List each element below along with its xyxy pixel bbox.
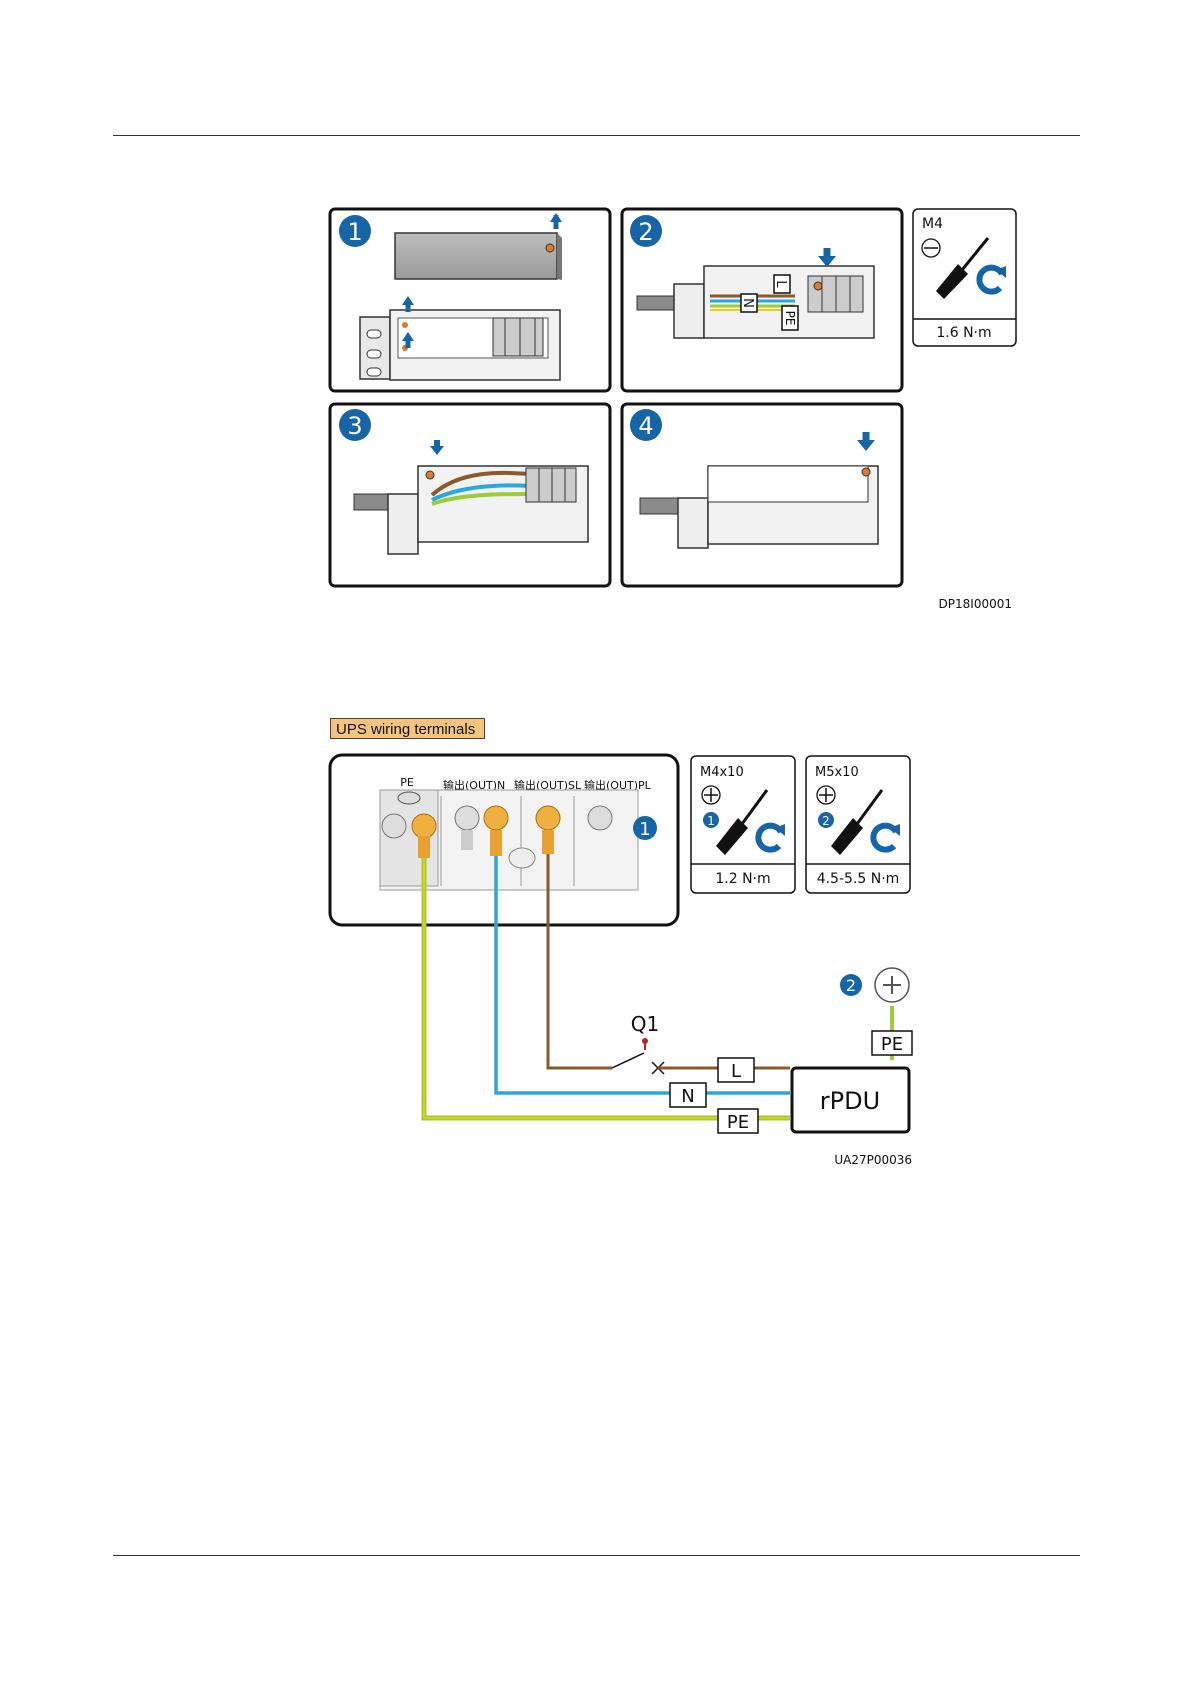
tool-box-m4: M4 1.6 N·m bbox=[913, 209, 1016, 346]
tool-size-m4x10: M4x10 bbox=[700, 765, 744, 780]
tool-step-1: 1 bbox=[707, 814, 715, 828]
rpdu-label: rPDU bbox=[820, 1087, 880, 1115]
wire-label-n: N bbox=[681, 1086, 694, 1107]
phillips-screw-icon bbox=[702, 786, 720, 804]
step-panel-3: 3 bbox=[330, 404, 610, 586]
step-badge-2: 2 bbox=[638, 218, 653, 246]
wire-label-l: L bbox=[731, 1061, 741, 1082]
terminal-block bbox=[380, 790, 638, 890]
tool-torque-m5x10: 4.5-5.5 N·m bbox=[817, 871, 900, 887]
step-panel-4: 4 bbox=[622, 404, 902, 586]
fig1-wire-label-pe: PE bbox=[783, 311, 797, 326]
step-panel-1: 1 bbox=[330, 209, 610, 391]
breaker-label: Q1 bbox=[631, 1012, 659, 1036]
wire-label-pe: PE bbox=[727, 1112, 749, 1133]
tool-torque-m4x10: 1.2 N·m bbox=[715, 871, 770, 887]
figure-1-id: DP18I00001 bbox=[939, 597, 1012, 611]
fig1-wire-label-l: L bbox=[773, 280, 788, 288]
tool-torque-m4: 1.6 N·m bbox=[936, 325, 991, 341]
tool-size-m5x10: M5x10 bbox=[815, 765, 859, 780]
step-badge-4: 4 bbox=[638, 412, 653, 440]
fig1-wire-label-n: N bbox=[740, 298, 755, 308]
figure-2: PE 输出(OUT)N 输出(OUT)SL 输出(OUT)PL 1 bbox=[330, 755, 912, 1167]
step-panel-2: 2 L N PE bbox=[622, 209, 902, 391]
flat-head-screw-icon bbox=[922, 239, 940, 257]
figure-1: 1 2 bbox=[330, 209, 1016, 611]
tool-step-2: 2 bbox=[822, 814, 830, 828]
marker-2: 2 bbox=[846, 976, 856, 995]
step-badge-3: 3 bbox=[347, 412, 362, 440]
step-badge-1: 1 bbox=[347, 218, 362, 246]
terminal-label-pe: PE bbox=[400, 776, 414, 789]
figure-2-caption: UPS wiring terminals bbox=[330, 718, 485, 739]
wire-label-pe-top: PE bbox=[881, 1034, 903, 1055]
tool-size-m4: M4 bbox=[922, 216, 943, 232]
tool-box-m5x10: M5x10 2 4.5-5.5 N·m bbox=[806, 756, 910, 893]
marker-1: 1 bbox=[639, 819, 650, 840]
tool-box-m4x10: M4x10 1 1.2 N·m bbox=[691, 756, 795, 893]
phillips-screw-icon bbox=[817, 786, 835, 804]
figure-2-id: UA27P00036 bbox=[834, 1153, 912, 1167]
